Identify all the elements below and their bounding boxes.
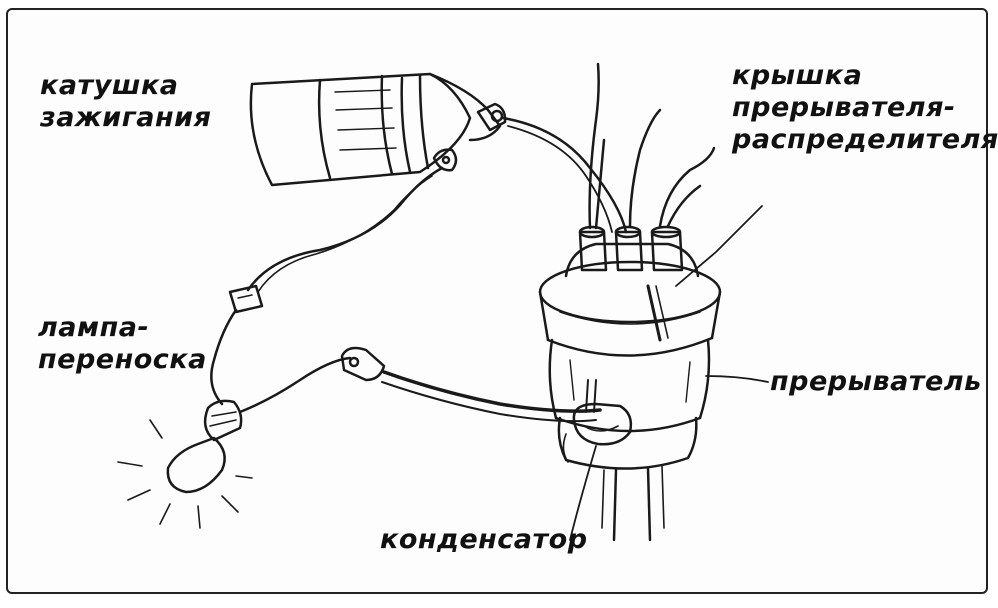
label-breaker: прерыватель — [770, 366, 982, 397]
label-distributor-cap-line-3: распределителя — [732, 124, 998, 155]
label-condenser: конденсатор — [380, 524, 588, 555]
leader-breaker — [705, 375, 769, 383]
distributor — [538, 62, 722, 542]
label-distributor-cap: крышка прерывателя- распределителя — [732, 60, 998, 156]
label-test-lamp-line-1: лампа- — [38, 312, 150, 343]
ignition-coil — [249, 72, 507, 187]
label-test-lamp-line-2: переноска — [38, 344, 207, 375]
eyelet-terminal — [340, 346, 386, 382]
test-lamp — [117, 399, 253, 529]
leader-cap — [675, 205, 763, 287]
eyelet-to-condenser-lead — [382, 370, 602, 413]
label-ignition-coil: катушка зажигания — [40, 70, 211, 134]
label-distributor-cap-line-1: крышка — [732, 60, 863, 91]
condenser — [562, 379, 633, 463]
label-distributor-cap-line-2: прерывателя- — [732, 92, 956, 123]
lamp-to-eyelet-wire — [238, 356, 352, 414]
label-ignition-coil-line-1: катушка — [40, 70, 179, 101]
label-ignition-coil-line-2: зажигания — [40, 102, 212, 133]
leader-condenser — [569, 445, 597, 541]
clip-connector — [228, 284, 264, 314]
label-test-lamp: лампа- переноска — [38, 312, 207, 376]
clip-to-lamp-wire — [210, 308, 238, 406]
